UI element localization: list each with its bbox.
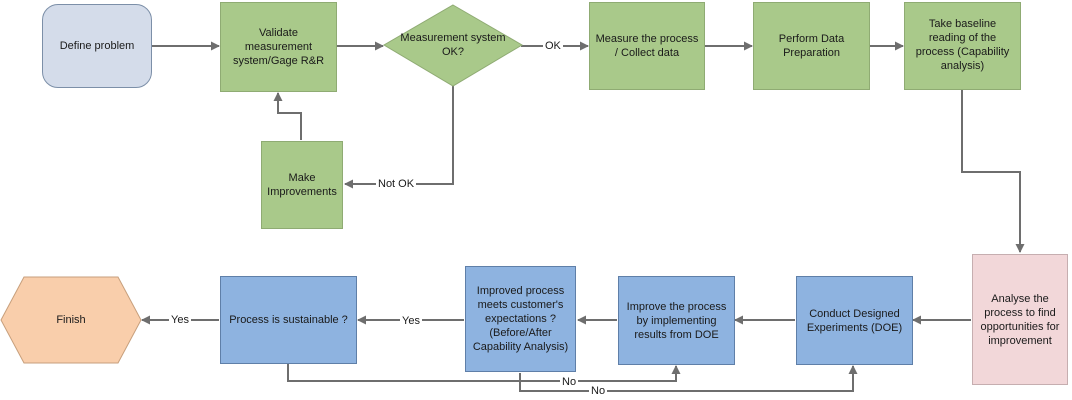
edge-label-no-sustainable: No xyxy=(560,376,579,388)
node-baseline: Take baseline reading of the process (Ca… xyxy=(904,2,1021,90)
node-doe-label: Conduct Designed Experiments (DOE) xyxy=(806,307,903,334)
node-measure-process-label: Measure the process / Collect data xyxy=(595,33,699,59)
node-make-improvements: Make Improvements xyxy=(261,141,343,229)
node-measure-process: Measure the process / Collect data xyxy=(589,2,705,90)
edge-sustainable-no-loop xyxy=(287,364,681,382)
node-define-problem: Define problem xyxy=(42,4,152,88)
node-analyse-label: Analyse the process to find opportunitie… xyxy=(980,292,1060,347)
node-data-preparation-label: Perform Data Preparation xyxy=(778,33,845,59)
node-analyse: Analyse the process to find opportunitie… xyxy=(972,254,1068,385)
node-data-preparation: Perform Data Preparation xyxy=(753,2,870,90)
node-doe: Conduct Designed Experiments (DOE) xyxy=(796,276,913,365)
node-finish-label: Finish xyxy=(56,314,86,326)
node-improve-label: Improve the process by implementing resu… xyxy=(626,300,727,341)
edge-expectations-no-loop xyxy=(519,365,858,392)
node-improve: Improve the process by implementing resu… xyxy=(618,276,735,365)
node-measurement-ok-label: Measurement system OK? xyxy=(400,32,506,58)
node-define-problem-label: Define problem xyxy=(59,40,135,52)
edge-label-yes-sustainable: Yes xyxy=(169,314,191,326)
node-meets-expectations: Improved process meets customer's expect… xyxy=(465,266,576,372)
node-validate: Validate measurement system/Gage R&R xyxy=(220,2,337,92)
finish-hexagon xyxy=(0,276,142,364)
edge-baseline-to-analyse xyxy=(961,90,1025,253)
node-finish-label-box: Finish xyxy=(24,310,118,330)
node-validate-label: Validate measurement system/Gage R&R xyxy=(232,27,325,67)
node-meets-expectations-label: Improved process meets customer's expect… xyxy=(472,285,569,353)
edge-improvements-to-validate xyxy=(273,92,302,140)
edge-label-no-expectations: No xyxy=(589,385,608,397)
node-baseline-label: Take baseline reading of the process (Ca… xyxy=(915,18,1010,72)
edge-label-ok: OK xyxy=(543,40,563,52)
edge-label-not-ok: Not OK xyxy=(376,178,417,190)
node-make-improvements-label: Make Improvements xyxy=(267,172,337,198)
node-sustainable-label: Process is sustainable ? xyxy=(229,314,348,326)
edge-decision-notok-to-improvements xyxy=(344,86,454,189)
node-measurement-ok-label-box: Measurement system OK? xyxy=(392,25,514,65)
decision-diamond xyxy=(383,4,523,87)
node-sustainable: Process is sustainable ? xyxy=(220,276,357,364)
edge-label-yes-expectations: Yes xyxy=(400,315,422,327)
